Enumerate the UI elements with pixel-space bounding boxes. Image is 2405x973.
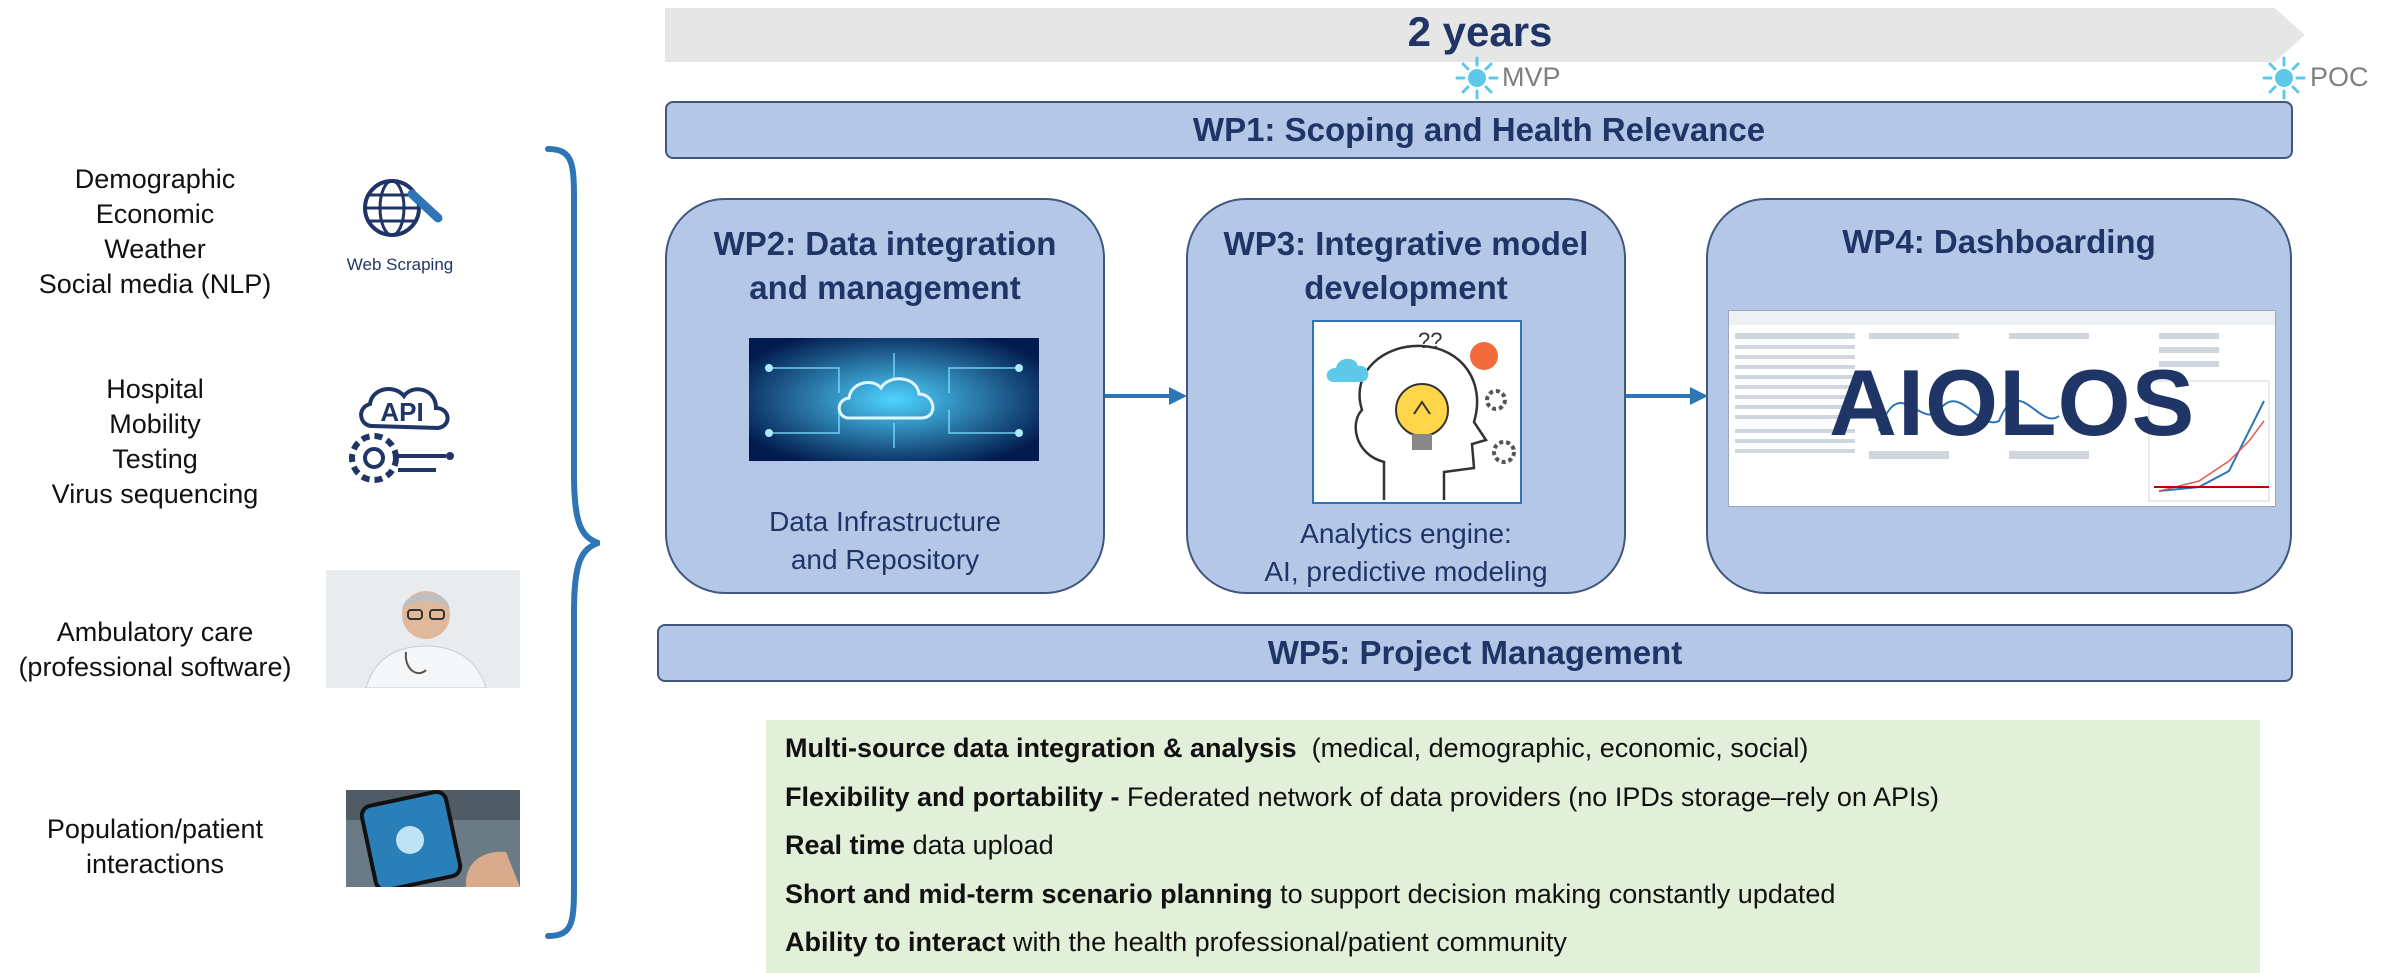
sun-icon [1455,56,1499,100]
wp5-bar: WP5: Project Management [657,624,2293,682]
aiolos-brand: AIOLOS [1829,350,2196,455]
wp4-title: WP4: Dashboarding [1842,223,2156,260]
timeline-arrow [665,8,2305,62]
features-panel [766,720,2260,973]
flow-arrow [1105,387,1187,405]
svg-text:API: API [380,397,423,427]
milestone-poc: POC [2310,62,2369,92]
ai-head-lightbulb-image: ?? [1312,320,1522,504]
web-scraping-icon: Web Scraping [340,168,460,276]
web-scraping-label: Web Scraping [346,255,454,274]
doctor-photo [326,570,520,688]
feature-item: Multi-source data integration & analysis… [785,733,1809,763]
feature-item: Real time data upload [785,830,1054,860]
timeline-label: 2 years [1407,8,1553,55]
source-group-3-text: Ambulatory care(professional software) [18,617,292,682]
wp3-subtitle: Analytics engine:AI, predictive modeling [1264,518,1548,587]
phone-app-photo [346,790,520,887]
milestone-mvp: MVP [1502,62,1561,92]
svg-text:??: ?? [1418,328,1442,353]
curly-brace [545,146,600,939]
cloud-network-image [749,338,1039,461]
sun-icon [2262,56,2306,100]
feature-item: Short and mid-term scenario planning to … [785,879,1836,909]
api-icon: API [332,378,472,490]
feature-item: Flexibility and portability - Federated … [785,782,1939,812]
feature-item: Ability to interact with the health prof… [785,927,1567,957]
flow-arrow [1626,387,1708,405]
dashboard-screenshot: AIOLOS [1728,310,2276,507]
wp1-bar: WP1: Scoping and Health Relevance [665,101,2293,159]
wp4-box: WP4: Dashboarding AIOLOS [1706,198,2292,594]
